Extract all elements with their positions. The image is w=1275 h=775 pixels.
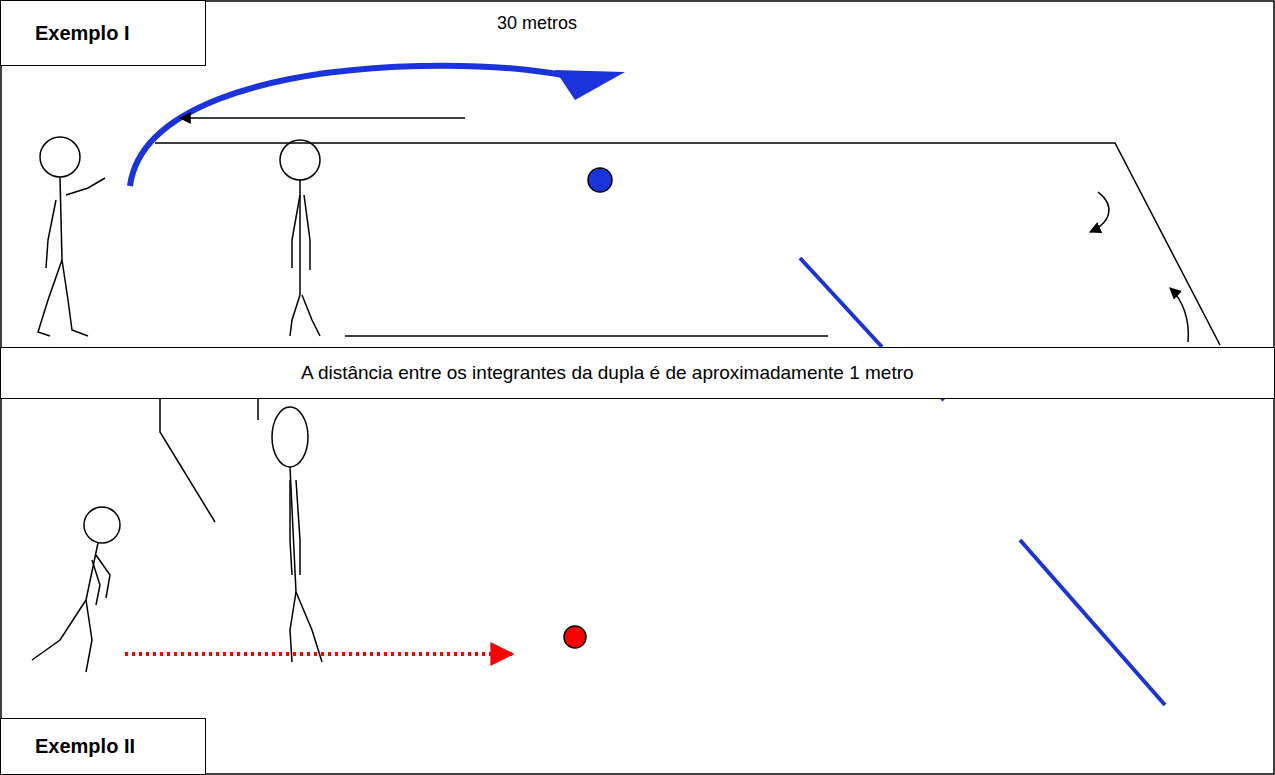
stick-figure	[280, 140, 320, 336]
stick-figure	[32, 507, 120, 672]
node-text: Exemplo II	[35, 735, 135, 758]
red-ball	[564, 626, 586, 648]
blue-line	[1020, 540, 1165, 705]
turn-arrow	[1090, 192, 1109, 232]
pass-arrow	[125, 652, 512, 656]
distance-label: 30 metros	[497, 13, 577, 34]
throw-curve	[130, 66, 590, 186]
node-text: A distância entre os integrantes da dupl…	[301, 362, 914, 384]
stick-figure	[38, 137, 105, 336]
blue-ball	[588, 168, 612, 192]
turn-arrow	[1170, 288, 1188, 342]
direction-arrow	[180, 117, 465, 119]
ground-line	[345, 335, 828, 337]
stick-figure	[272, 407, 322, 662]
node-text: Exemplo I	[35, 22, 129, 45]
throw-arrowhead	[555, 70, 625, 100]
distance-band: A distância entre os integrantes da dupl…	[0, 347, 1275, 399]
example-tag: Exemplo I	[0, 0, 206, 66]
blue-line	[800, 258, 882, 347]
example-tag: Exemplo II	[0, 718, 206, 775]
